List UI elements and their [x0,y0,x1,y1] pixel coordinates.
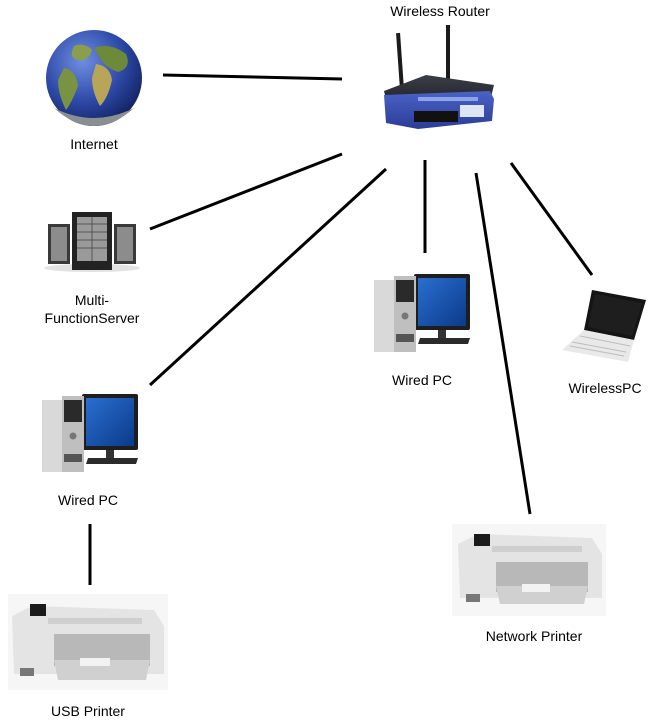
link-wiredpc-left-router [148,167,388,387]
usb-printer-node[interactable] [8,594,168,690]
wired-pc-left-node[interactable] [40,388,140,474]
link-server-router [149,152,343,231]
laptop-icon [562,290,646,362]
link-network-printer-router [474,172,532,515]
desktop-pc-icon [374,274,470,352]
desktop-pc-icon [42,394,138,472]
server-icon [44,212,140,272]
wireless-pc-node[interactable] [560,286,650,366]
router-label: Wireless Router [390,3,490,19]
router-icon [384,25,494,129]
internet-node[interactable] [44,28,144,128]
router-node[interactable] [378,25,498,135]
network-printer-node[interactable] [452,524,606,616]
server-node[interactable] [42,208,142,274]
printer-icon [8,594,168,690]
wired-pc-right-node[interactable] [372,268,472,354]
printer-icon [452,524,606,616]
network-printer-label: Network Printer [485,628,583,644]
globe-icon [46,30,142,126]
link-internet-router [162,73,343,81]
wired-pc-right-label: Wired PC [392,372,452,388]
server-label-line1: Multi- [74,292,110,308]
server-label-line2: FunctionServer [44,310,140,326]
link-wirelesspc-router [509,162,594,276]
internet-label: Internet [70,136,118,152]
wired-pc-left-label: Wired PC [58,492,118,508]
wireless-pc-label: WirelessPC [568,380,642,396]
usb-printer-label: USB Printer [51,703,125,719]
